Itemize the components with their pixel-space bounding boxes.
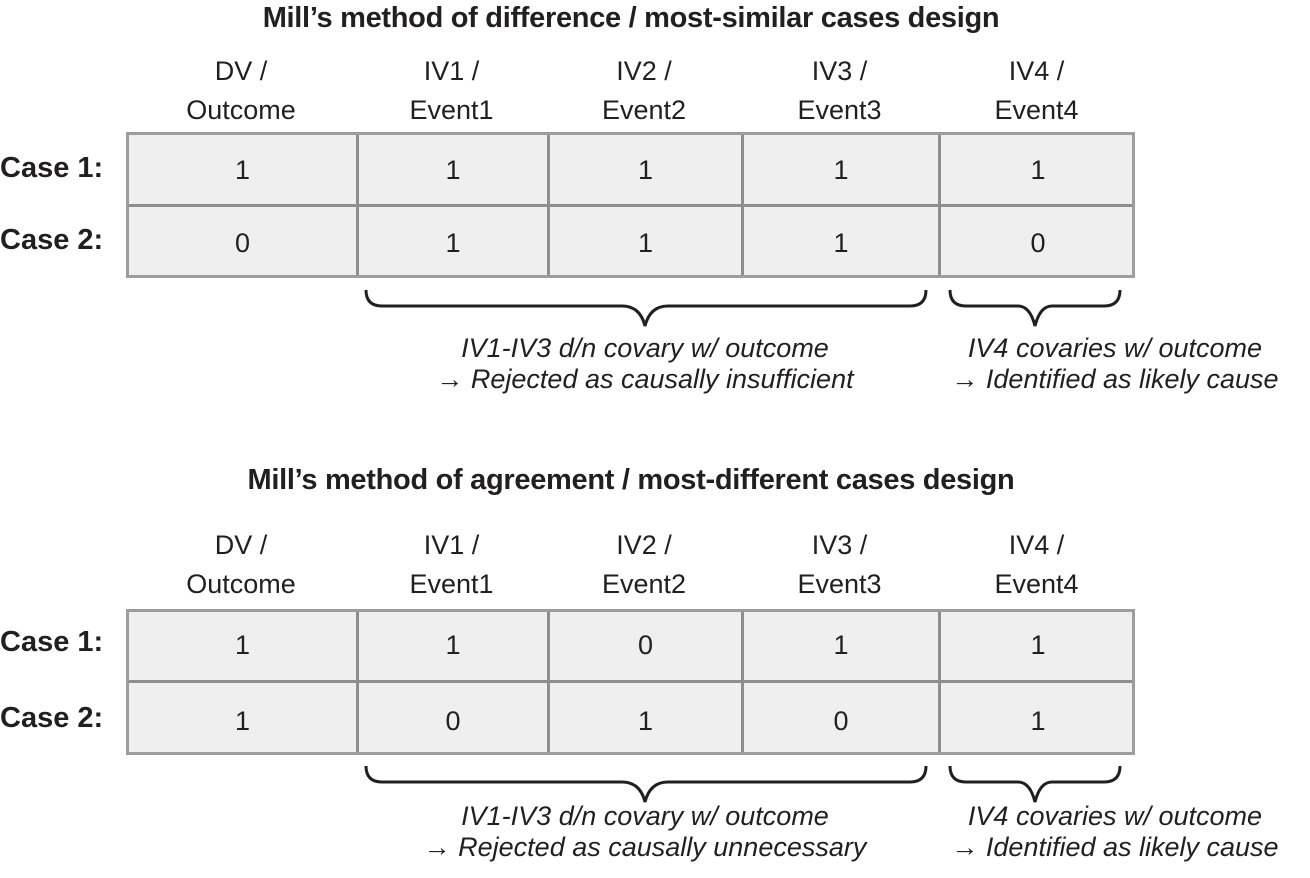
annotation-rejected: IV1-IV3 d/n covary w/ outcome → Rejected… (340, 801, 950, 863)
cell-iv4: 1 (1030, 706, 1046, 736)
cell-iv4: 1 (1030, 155, 1046, 185)
annotation-line2: → Rejected as causally insufficient (436, 364, 854, 394)
cell-iv1: 0 (445, 706, 461, 736)
column-header-line2: Event1 (409, 569, 494, 599)
column-header-line2: Event2 (601, 569, 687, 599)
column-header-iv4: IV4 / Event4 (938, 526, 1135, 604)
cell-iv3: 0 (833, 706, 849, 736)
cell-iv1: 1 (445, 228, 461, 258)
column-header-line1: IV4 / (1008, 530, 1065, 560)
annotation-line1: IV4 covaries w/ outcome (967, 333, 1263, 363)
cell-dv: 0 (234, 228, 251, 258)
column-header-line1: IV1 / (423, 530, 480, 560)
row-label-case-2: Case 2: (0, 224, 104, 256)
column-header-line2: Event4 (994, 95, 1079, 125)
row-label-case-2: Case 2: (0, 702, 104, 734)
column-header-line2: Event4 (994, 569, 1079, 599)
column-header-line1: IV1 / (423, 56, 480, 86)
cell-iv3: 1 (833, 630, 849, 660)
column-header-line1: IV3 / (811, 530, 868, 560)
column-header-line2: Event1 (409, 95, 494, 125)
annotation-identified: IV4 covaries w/ outcome → Identified as … (900, 333, 1310, 395)
column-header-line1: DV / (214, 56, 268, 86)
cell-iv2: 1 (637, 228, 654, 258)
column-header-dv: DV / Outcome (126, 526, 356, 604)
row-label-case-1: Case 1: (0, 152, 104, 184)
column-header-iv3: IV3 / Event3 (741, 52, 938, 130)
annotation-line1: IV1-IV3 d/n covary w/ outcome (461, 801, 829, 831)
column-header-line2: Event2 (601, 95, 687, 125)
column-header-line1: IV3 / (811, 56, 868, 86)
column-header-line2: Outcome (186, 569, 296, 599)
column-header-line1: IV2 / (616, 530, 672, 560)
cell-iv4: 1 (1030, 630, 1046, 660)
column-header-line1: IV2 / (616, 56, 672, 86)
grid-divider (129, 680, 1132, 683)
column-header-iv1: IV1 / Event1 (356, 526, 547, 604)
annotation-line1: IV4 covaries w/ outcome (967, 801, 1263, 831)
column-header-line1: IV4 / (1008, 56, 1065, 86)
brace-icon (364, 289, 1122, 327)
column-header-line1: DV / (214, 530, 268, 560)
panel-title: Mill’s method of agreement / most-differ… (247, 464, 1015, 496)
row-label-case-1: Case 1: (0, 626, 104, 658)
column-header-line2: Outcome (186, 95, 296, 125)
column-header-iv4: IV4 / Event4 (938, 52, 1135, 130)
column-header-dv: DV / Outcome (126, 52, 356, 130)
cell-dv: 1 (234, 706, 251, 736)
cell-iv3: 1 (833, 228, 849, 258)
grid-divider (129, 204, 1132, 207)
data-grid: 1 1 1 1 1 0 1 1 1 0 (126, 132, 1135, 278)
column-header-iv2: IV2 / Event2 (547, 52, 741, 130)
column-header-line2: Event3 (797, 569, 882, 599)
cell-dv: 1 (234, 630, 251, 660)
cell-iv1: 1 (445, 630, 461, 660)
annotation-line2: → Identified as likely cause (951, 364, 1279, 394)
annotation-line1: IV1-IV3 d/n covary w/ outcome (461, 333, 829, 363)
data-grid: 1 1 0 1 1 1 0 1 0 1 (126, 609, 1135, 755)
cell-iv4: 0 (1030, 228, 1046, 258)
annotation-rejected: IV1-IV3 d/n covary w/ outcome → Rejected… (350, 333, 940, 395)
cell-iv2: 0 (637, 630, 654, 660)
column-header-iv2: IV2 / Event2 (547, 526, 741, 604)
annotation-line2: → Identified as likely cause (951, 832, 1279, 862)
column-header-line2: Event3 (797, 95, 882, 125)
panel-title: Mill’s method of difference / most-simil… (262, 2, 1000, 34)
annotation-identified: IV4 covaries w/ outcome → Identified as … (900, 801, 1310, 863)
cell-iv1: 1 (445, 155, 461, 185)
cell-dv: 1 (234, 155, 251, 185)
column-header-iv1: IV1 / Event1 (356, 52, 547, 130)
cell-iv2: 1 (637, 155, 654, 185)
annotation-line2: → Rejected as causally unnecessary (423, 832, 867, 862)
column-header-iv3: IV3 / Event3 (741, 526, 938, 604)
cell-iv2: 1 (637, 706, 654, 736)
cell-iv3: 1 (833, 155, 849, 185)
